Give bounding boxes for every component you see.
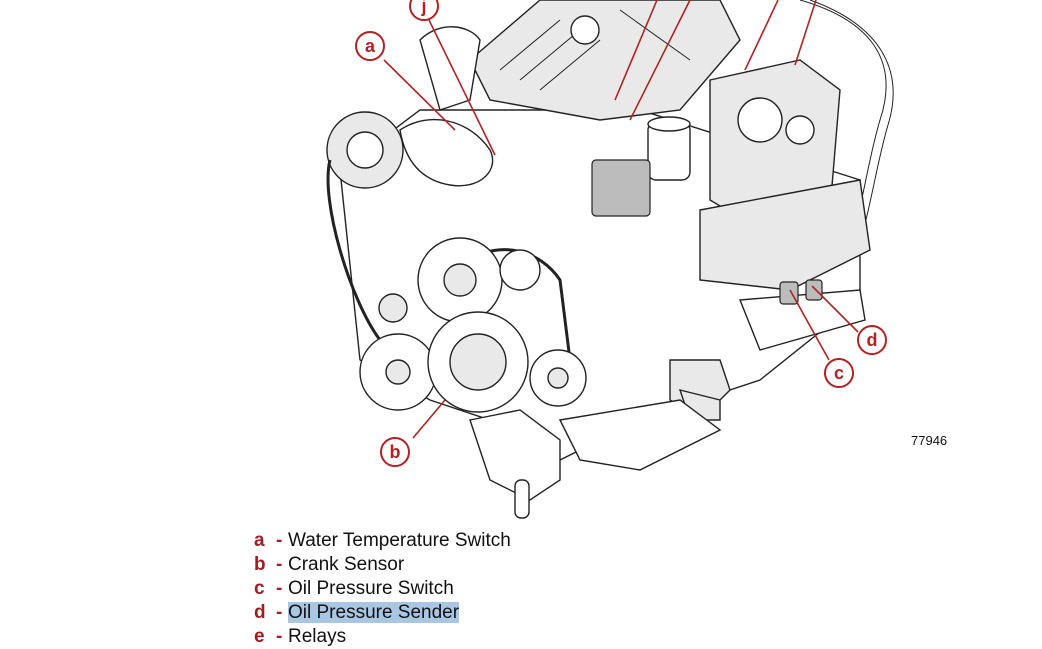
oil-fill-cap xyxy=(570,15,600,45)
figure-number: 77946 xyxy=(911,433,948,448)
raw-water-hub xyxy=(547,367,569,389)
legend-item-d: d-Oil Pressure Sender xyxy=(254,601,511,625)
legend-key: c xyxy=(254,578,265,599)
leader-top-2 xyxy=(629,0,691,121)
small-idler xyxy=(499,249,541,291)
idler-hub xyxy=(443,263,477,297)
legend-key: d xyxy=(254,602,266,623)
leader-a xyxy=(383,59,456,131)
intake-cover xyxy=(469,0,741,121)
legend-list: a-Water Temperature Switch b-Crank Senso… xyxy=(254,529,511,649)
legend-key: e xyxy=(254,626,265,647)
water-pump-hub xyxy=(385,359,411,385)
leader-d xyxy=(811,285,859,333)
callout-d-label: d xyxy=(867,330,878,350)
legend-key: a xyxy=(254,530,265,551)
callout-c-label: c xyxy=(834,363,844,383)
callout-d: d xyxy=(857,325,887,355)
legend-label: Crank Sensor xyxy=(288,554,405,575)
legend-item-b: b-Crank Sensor xyxy=(254,553,511,577)
drain-fitting xyxy=(514,479,530,519)
leader-c xyxy=(789,289,830,361)
cover-ribs xyxy=(499,9,691,91)
callout-c: c xyxy=(824,358,854,388)
legend-separator: - xyxy=(276,554,283,575)
exhaust-manifold xyxy=(699,179,871,291)
leader-top-4 xyxy=(794,0,817,66)
oil-filter-top xyxy=(647,116,691,132)
legend-separator: - xyxy=(276,602,283,623)
oil-pan xyxy=(558,399,722,471)
oil-pressure-switch-part xyxy=(779,281,799,305)
mount-boss-small xyxy=(785,115,815,145)
mount-boss xyxy=(737,97,783,143)
legend-item-e: e-Relays xyxy=(254,625,511,649)
leader-b xyxy=(412,399,446,439)
callout-j-label: j xyxy=(420,0,426,16)
callout-j: j xyxy=(409,0,439,21)
leader-lines xyxy=(383,0,859,439)
legend-separator: - xyxy=(276,626,283,647)
legend-label-highlighted[interactable]: Oil Pressure Sender xyxy=(288,602,460,623)
leader-top-3 xyxy=(744,0,779,71)
legend-label: Oil Pressure Switch xyxy=(288,578,454,599)
legend-label: Relays xyxy=(288,626,347,647)
sea-water-pump xyxy=(469,409,561,501)
legend-item-a: a-Water Temperature Switch xyxy=(254,529,511,553)
callout-b: b xyxy=(380,437,410,467)
callout-a-label: a xyxy=(365,36,376,56)
callout-a: a xyxy=(355,31,385,61)
oil-pressure-sender-part xyxy=(805,279,823,301)
callout-b-label: b xyxy=(390,442,401,462)
legend-separator: - xyxy=(276,530,283,551)
leader-j xyxy=(428,19,496,156)
alternator-pulley xyxy=(346,131,384,169)
crank-pulley-inner xyxy=(449,333,507,391)
engine-illustration xyxy=(326,0,894,519)
legend-separator: - xyxy=(276,578,283,599)
legend-key: b xyxy=(254,554,266,575)
engine-diagram: a j b c d xyxy=(326,0,894,519)
legend-label: Water Temperature Switch xyxy=(288,530,511,551)
leader-top-1 xyxy=(614,0,658,101)
upper-hose xyxy=(419,26,481,111)
legend-item-c: c-Oil Pressure Switch xyxy=(254,577,511,601)
coil-pack xyxy=(591,159,651,217)
tensioner xyxy=(378,293,408,323)
